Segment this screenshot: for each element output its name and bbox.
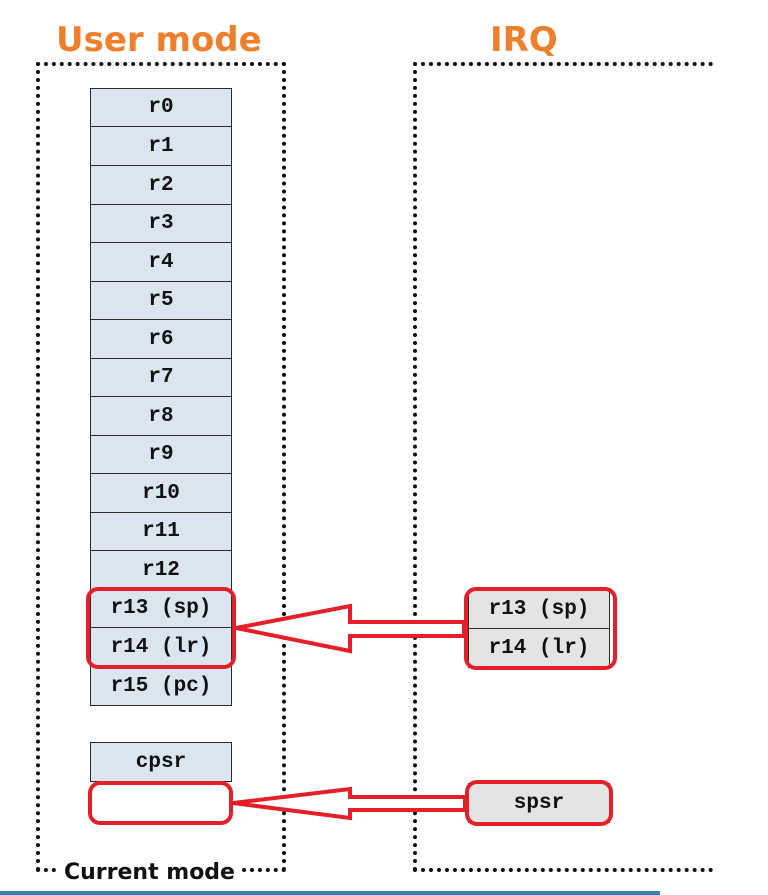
register-cpsr: cpsr bbox=[90, 742, 232, 782]
user-mode-title: User mode bbox=[56, 20, 262, 60]
register-r11: r11 bbox=[90, 512, 232, 551]
spsr-arrow bbox=[232, 786, 467, 821]
irq-register-spsr: spsr bbox=[468, 783, 610, 823]
register-r13-sp: r13 (sp) bbox=[90, 589, 232, 628]
register-r4: r4 bbox=[90, 242, 232, 282]
spsr-slot-empty bbox=[90, 783, 232, 823]
register-r14-lr: r14 (lr) bbox=[90, 627, 232, 667]
slide-bottom-rule bbox=[0, 891, 660, 895]
register-r5: r5 bbox=[90, 281, 232, 320]
register-r15-pc: r15 (pc) bbox=[90, 666, 232, 706]
irq-panel bbox=[413, 62, 713, 872]
register-r9: r9 bbox=[90, 435, 232, 474]
irq-title: IRQ bbox=[490, 20, 558, 60]
register-r6: r6 bbox=[90, 319, 232, 359]
irq-register-r13-sp: r13 (sp) bbox=[468, 590, 610, 629]
current-mode-label: Current mode bbox=[58, 860, 241, 885]
register-r0: r0 bbox=[90, 88, 232, 127]
sp-lr-arrow bbox=[235, 603, 466, 654]
register-r7: r7 bbox=[90, 358, 232, 397]
register-r2: r2 bbox=[90, 165, 232, 205]
user-spsr-highlight bbox=[88, 781, 233, 825]
user-sp-lr-highlight bbox=[86, 587, 236, 669]
